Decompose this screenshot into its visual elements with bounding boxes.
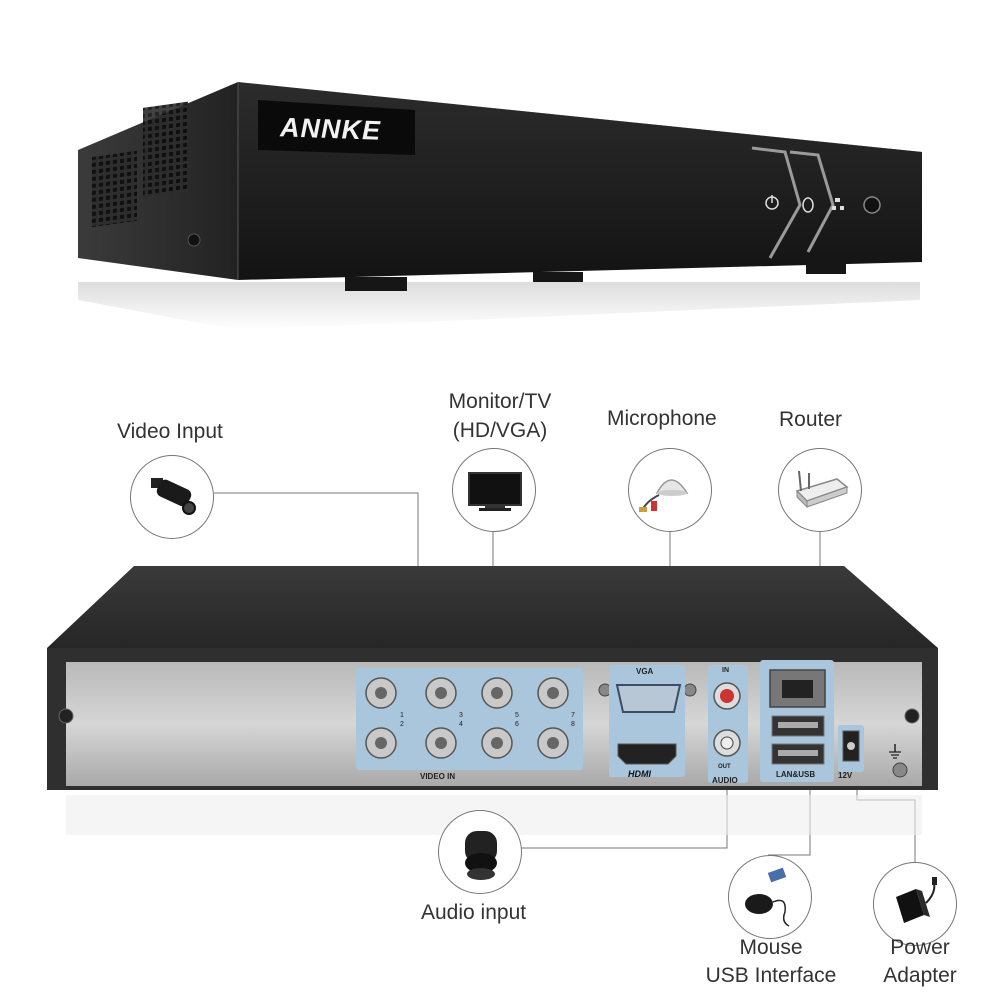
speaker-icon-circle [438, 810, 522, 894]
network-icon [832, 198, 844, 210]
channel-number: 3 [459, 712, 463, 719]
hdmi-port [617, 743, 677, 765]
power-adapter-icon [896, 877, 937, 923]
power-label-line1: Power [890, 936, 950, 959]
audio-out-label: OUT [718, 764, 731, 770]
dvr-rear-view [47, 566, 938, 835]
vga-port [615, 684, 682, 713]
camera-icon-circle [130, 455, 214, 539]
speaker-icon [465, 831, 497, 880]
audio-in-label: IN [722, 667, 729, 674]
audio-input-label: Audio input [421, 901, 527, 924]
microphone-icon-circle [628, 448, 712, 532]
video-in-label: VIDEO IN [420, 772, 456, 781]
microphone-label: Microphone [607, 407, 717, 430]
power-port-label: 12V [838, 771, 853, 780]
lan-usb-label: LAN&USB [776, 770, 816, 779]
monitor-label-line1: Monitor/TV [448, 390, 552, 413]
router-icon-circle [778, 448, 862, 532]
channel-number: 6 [515, 721, 519, 728]
channel-number: 5 [515, 712, 519, 719]
channel-number: 7 [571, 712, 575, 719]
router-icon [795, 470, 849, 509]
mouse-icon [745, 867, 790, 927]
mouse-icon-circle [728, 855, 812, 939]
monitor-label-line2: (HD/VGA) [452, 419, 548, 442]
camera-icon [151, 478, 196, 515]
power-label-line2: Adapter [883, 964, 957, 987]
video-input-label: Video Input [117, 420, 223, 443]
vga-label: VGA [636, 667, 654, 676]
hdd-icon [802, 197, 814, 213]
router-label: Router [779, 408, 843, 431]
bnc-connectors [365, 677, 569, 759]
hdmi-label: HDMI [628, 769, 651, 779]
monitor-icon [468, 472, 522, 511]
mouse-label-line1: Mouse [739, 936, 803, 959]
channel-number: 1 [400, 712, 404, 719]
ir-receiver [863, 196, 881, 214]
power-icon [765, 195, 779, 210]
channel-number: 2 [400, 721, 404, 728]
channel-number: 8 [571, 721, 575, 728]
ground-icon [889, 744, 901, 759]
dvr-front-view [78, 82, 922, 330]
microphone-icon [639, 479, 689, 512]
power-adapter-icon-circle [873, 862, 957, 946]
mouse-label-line2: USB Interface [705, 964, 837, 987]
channel-number: 4 [459, 721, 463, 728]
audio-label: AUDIO [712, 776, 738, 785]
monitor-icon-circle [452, 448, 536, 532]
